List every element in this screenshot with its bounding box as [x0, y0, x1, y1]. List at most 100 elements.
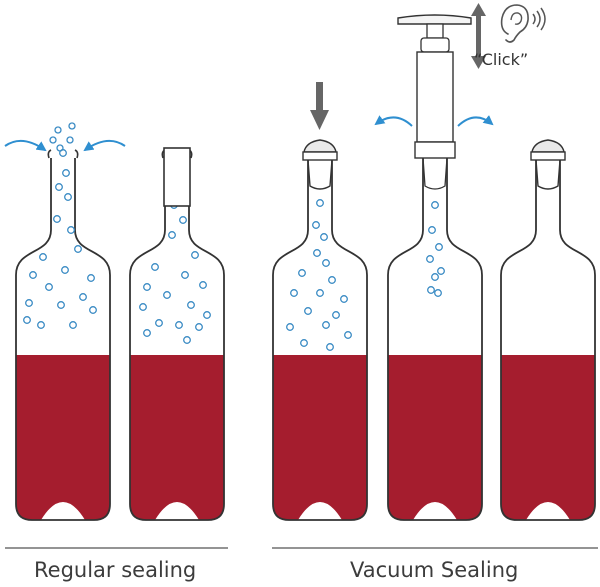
- air-bubble: [322, 259, 330, 267]
- air-bubble: [431, 201, 439, 209]
- air-bubble: [87, 274, 95, 282]
- down-arrow-head: [471, 56, 486, 69]
- pump-stem: [426, 23, 444, 39]
- air-bubble: [74, 245, 82, 253]
- air-bubble: [326, 343, 334, 351]
- escaping-bubble: [56, 144, 64, 152]
- air-bubble: [286, 323, 294, 331]
- air-bubble: [25, 299, 33, 307]
- bottle-punt: [155, 502, 199, 520]
- air-bubble: [163, 291, 171, 299]
- bottle-outline: [272, 158, 368, 521]
- air-bubble: [179, 216, 187, 224]
- air-bubble: [328, 276, 336, 284]
- air-bubble: [316, 199, 324, 207]
- air-bubble: [298, 269, 306, 277]
- air-bubble: [79, 293, 87, 301]
- ear-outline: [500, 4, 529, 43]
- air-bubble: [29, 271, 37, 279]
- air-in-arrow-right: [83, 139, 126, 152]
- air-bubble: [203, 311, 211, 319]
- air-bubble: [57, 301, 65, 309]
- up-arrow-head: [471, 3, 486, 16]
- air-bubble: [183, 336, 191, 344]
- air-bubble: [312, 221, 320, 229]
- air-bubble: [320, 233, 328, 241]
- up-down-shaft: [476, 14, 481, 58]
- wine-fill: [501, 355, 595, 520]
- air-bubble: [340, 295, 348, 303]
- air-bubble: [290, 289, 298, 297]
- air-bubble: [69, 321, 77, 329]
- cork-icon: [163, 147, 191, 207]
- air-bubble: [64, 193, 72, 201]
- wine-bottle: [15, 149, 111, 521]
- stopper-plug: [307, 159, 333, 190]
- air-bubble: [139, 303, 147, 311]
- air-bubble: [426, 255, 434, 263]
- wine-fill: [273, 355, 367, 520]
- air-bubble: [89, 306, 97, 314]
- air-bubble: [55, 183, 63, 191]
- air-bubble: [427, 286, 435, 294]
- pump-collar: [420, 37, 450, 53]
- bottle-lip: [47, 149, 79, 159]
- air-bubble: [143, 283, 151, 291]
- air-bubble: [67, 226, 75, 234]
- air-bubble: [300, 339, 308, 347]
- air-bubble: [344, 331, 352, 339]
- air-bubble: [199, 281, 207, 289]
- stopper-cap: [303, 139, 337, 153]
- stopper-plug: [535, 159, 561, 190]
- click-sound-label: “Click”: [474, 50, 529, 69]
- stopper-cap: [531, 139, 565, 153]
- air-bubble: [62, 169, 70, 177]
- bottle-outline: [387, 158, 483, 521]
- wine-bottle: [500, 149, 596, 521]
- air-bubble: [195, 323, 203, 331]
- sound-wave: [536, 10, 541, 28]
- escaping-bubble: [54, 126, 62, 134]
- wine-fill: [130, 355, 224, 520]
- regular-sealing-label: Regular sealing: [34, 558, 197, 582]
- pump-base: [414, 141, 456, 159]
- stopper-icon: [302, 139, 338, 190]
- escaping-bubble: [68, 122, 76, 130]
- air-out-arrow-right: [457, 115, 494, 127]
- air-in-arrow-left: [4, 139, 47, 152]
- pump-icon: [397, 14, 472, 190]
- sound-wave: [532, 13, 536, 25]
- sound-wave: [540, 7, 546, 31]
- press-arrow-shaft: [316, 82, 323, 112]
- air-bubble: [437, 267, 445, 275]
- air-bubble: [53, 215, 61, 223]
- up-down-arrow-icon: [471, 3, 486, 69]
- wine-fill: [16, 355, 110, 520]
- air-bubble: [181, 271, 189, 279]
- air-bubble: [332, 311, 340, 319]
- bottle-punt: [413, 502, 457, 520]
- ear-inner: [510, 12, 523, 25]
- air-bubble: [304, 307, 312, 315]
- bottle-punt: [526, 502, 570, 520]
- air-bubble: [431, 273, 439, 281]
- air-bubble: [434, 289, 442, 297]
- bottle-punt: [41, 502, 85, 520]
- air-bubble: [322, 321, 330, 329]
- pump-cylinder: [416, 51, 454, 143]
- pump-handle: [397, 14, 472, 25]
- sound-waves-icon: [532, 7, 546, 31]
- air-bubble: [61, 266, 69, 274]
- bottle-punt: [298, 502, 342, 520]
- air-bubble: [155, 319, 163, 327]
- wine-bottle: [129, 149, 225, 521]
- air-bubble: [143, 329, 151, 337]
- bottle-outline: [500, 158, 596, 521]
- air-out-arrow-left: [374, 115, 413, 127]
- air-bubble: [23, 316, 31, 324]
- escaping-bubble: [49, 136, 57, 144]
- stopper-icon: [530, 139, 566, 190]
- air-bubble: [435, 243, 443, 251]
- air-bubble: [39, 253, 47, 261]
